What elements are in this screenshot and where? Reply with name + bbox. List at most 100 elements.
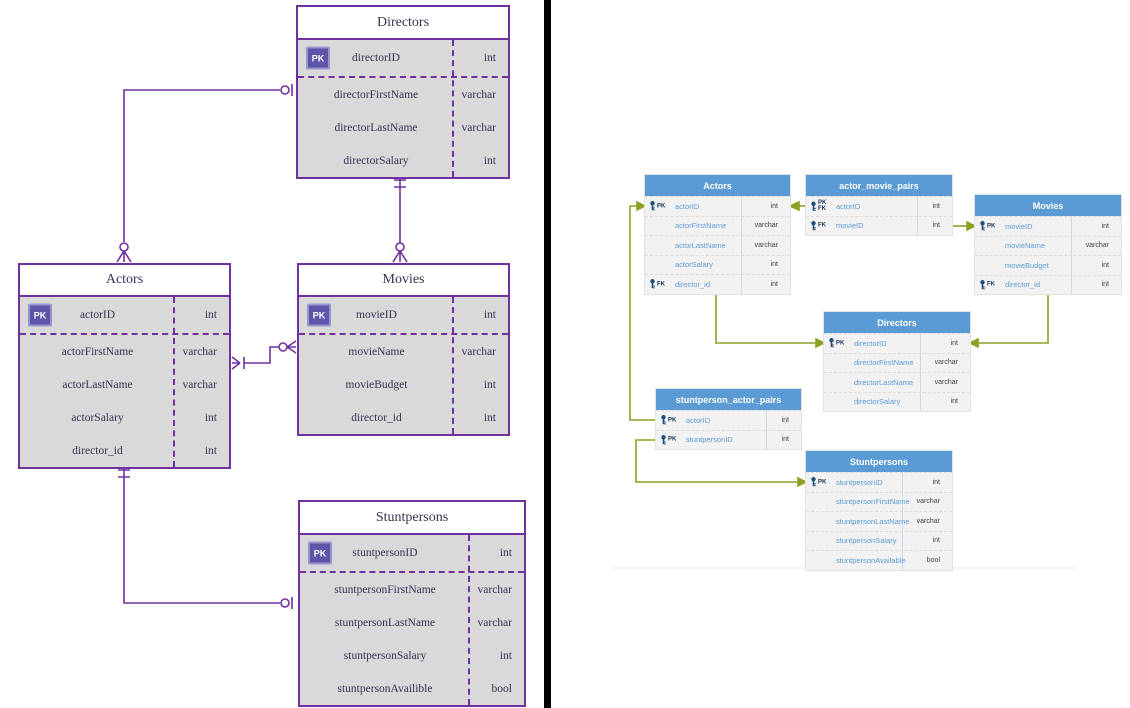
key-label: PK xyxy=(818,479,827,486)
column-type: int xyxy=(204,309,217,321)
column-name: stuntpersonID xyxy=(352,547,418,559)
right-table-actors[interactable]: Actors PK actorID int actorFirstName var… xyxy=(645,175,790,294)
table-row: stuntpersonFirstName varchar xyxy=(806,491,952,512)
table-row: movieBudget int xyxy=(299,368,508,401)
table-row: stuntpersonLastName varchar xyxy=(806,511,952,531)
column-type: int xyxy=(204,411,217,424)
column-type: int xyxy=(483,52,496,64)
column-name: actorLastName xyxy=(62,378,133,391)
column-name: stuntpersonSalary xyxy=(836,536,897,546)
column-name: actorFirstName xyxy=(61,345,134,358)
column-name: movieID xyxy=(836,221,864,231)
column-name: movieName xyxy=(1005,241,1046,251)
relationship-actors-stuntpersons xyxy=(118,462,293,609)
table-row: stuntpersonSalary int xyxy=(300,639,524,672)
table-row: movieName varchar xyxy=(299,335,508,368)
right-table-stuntpersons[interactable]: Stuntpersons PK stuntpersonID int stuntp… xyxy=(806,451,952,570)
right-table-stuntperson-actor-pairs[interactable]: stuntperson_actor_pairs PK actorID int P… xyxy=(656,389,801,449)
key-label: FK xyxy=(818,206,826,213)
pk-badge: PK xyxy=(308,541,332,565)
column-type: varchar xyxy=(477,616,512,629)
fk-arrow-actormoviepairs-actors xyxy=(788,200,806,212)
column-name: actorSalary xyxy=(675,260,713,270)
table-row: stuntpersonAvailable bool xyxy=(806,550,952,570)
column-name: stuntpersonAvailible xyxy=(337,682,433,695)
table-title: Directors xyxy=(824,312,970,333)
column-type: int xyxy=(499,547,512,559)
column-divider xyxy=(740,196,742,294)
table-row: directorSalary int xyxy=(824,391,970,412)
column-type: varchar xyxy=(934,359,958,367)
table-row: FK movieID int xyxy=(806,215,952,236)
column-type: int xyxy=(950,398,958,406)
key-label: PK xyxy=(836,340,845,347)
column-type: int xyxy=(204,444,217,457)
left-table-stuntpersons[interactable]: Stuntpersons PK stuntpersonID int stuntp… xyxy=(298,500,526,707)
table-title: Stuntpersons xyxy=(300,502,524,535)
column-name: stuntpersonID xyxy=(836,477,883,487)
left-table-directors[interactable]: Directors PK directorID int directorFirs… xyxy=(296,5,510,179)
column-name: director_id xyxy=(351,411,402,424)
right-table-directors[interactable]: Directors PK directorID int directorFirs… xyxy=(824,312,970,411)
column-name: directorSalary xyxy=(854,397,901,407)
column-type: int xyxy=(483,154,496,167)
table-title: stuntperson_actor_pairs xyxy=(656,389,801,410)
left-table-actors[interactable]: Actors PK actorID int actorFirstName var… xyxy=(18,263,231,469)
column-name: directorID xyxy=(854,338,887,348)
column-type: int xyxy=(932,202,940,210)
column-name: actorFirstName xyxy=(675,221,727,231)
table-row: PK stuntpersonID int xyxy=(656,429,801,450)
column-type: int xyxy=(483,309,496,321)
key-icon xyxy=(811,220,816,231)
key-icon xyxy=(980,279,985,290)
key-label: PK xyxy=(987,223,996,230)
left-table-movies[interactable]: Movies PK movieID int movieName varchar … xyxy=(297,263,510,436)
column-name: stuntpersonLastName xyxy=(836,516,910,526)
column-type: varchar xyxy=(461,345,496,358)
column-name: stuntpersonFirstName xyxy=(836,497,910,507)
key-icon xyxy=(650,201,655,211)
right-table-movies[interactable]: Movies PK movieID int movieName varchar … xyxy=(975,195,1121,294)
column-name: movieID xyxy=(1005,221,1033,231)
column-type: bool xyxy=(926,556,940,564)
column-type: varchar xyxy=(182,345,217,358)
table-row: directorLastName varchar xyxy=(298,111,508,144)
column-name: movieID xyxy=(356,309,397,321)
key-icon xyxy=(661,434,666,445)
column-name: directorLastName xyxy=(854,377,914,387)
key-icon xyxy=(829,338,834,348)
column-name: stuntpersonID xyxy=(686,435,733,445)
column-type: int xyxy=(770,202,778,210)
column-type: int xyxy=(950,339,958,347)
table-row: actorSalary int xyxy=(645,254,790,275)
table-row: PK movieID int xyxy=(299,297,508,335)
key-label: FK xyxy=(818,222,826,229)
pk-badge: PK xyxy=(307,303,331,327)
table-row: PK stuntpersonID int xyxy=(300,535,524,573)
column-type: varchar xyxy=(754,241,778,249)
column-type: int xyxy=(932,537,940,545)
table-row: stuntpersonSalary int xyxy=(806,530,952,551)
table-title: Movies xyxy=(975,195,1121,216)
table-title: Actors xyxy=(645,175,790,196)
column-name: actorID xyxy=(79,309,116,321)
column-type: int xyxy=(483,411,496,424)
key-icon xyxy=(811,201,816,211)
column-name: directorFirstName xyxy=(333,88,419,101)
key-label: PK xyxy=(668,417,677,424)
column-name: actorID xyxy=(686,415,711,425)
column-divider xyxy=(452,40,454,177)
column-type: varchar xyxy=(461,121,496,134)
column-name: movieName xyxy=(348,345,405,358)
table-row: actorSalary int xyxy=(20,401,229,434)
table-title: Stuntpersons xyxy=(806,451,952,472)
table-row: movieName varchar xyxy=(975,235,1121,256)
column-type: int xyxy=(770,280,778,288)
column-type: int xyxy=(1101,281,1109,289)
fk-arrow-movies-directors xyxy=(968,294,1049,349)
column-name: stuntpersonFirstName xyxy=(334,583,436,596)
column-type: int xyxy=(932,478,940,486)
column-type: varchar xyxy=(934,378,958,386)
table-row: actorFirstName varchar xyxy=(20,335,229,368)
